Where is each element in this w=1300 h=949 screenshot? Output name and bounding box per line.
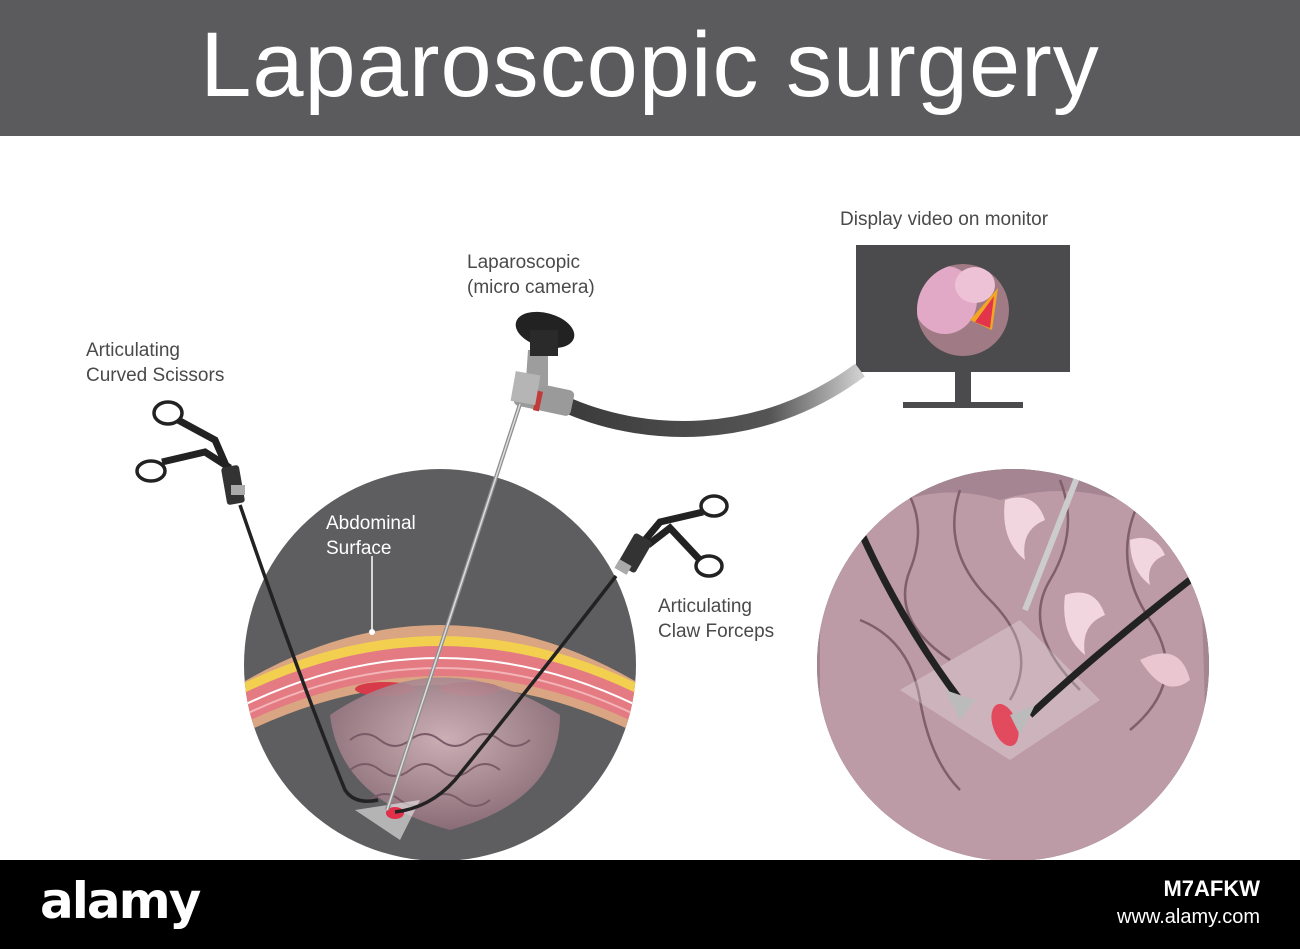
monitor-label: Display video on monitor	[840, 209, 1049, 230]
page-title: Laparoscopic surgery	[200, 14, 1100, 116]
camera-scope-icon	[385, 311, 865, 811]
watermark-bar: alamy M7AFKW www.alamy.com	[0, 860, 1300, 949]
watermark-image-id: M7AFKW	[1163, 876, 1260, 901]
scissors-label-line1: Articulating	[86, 340, 180, 361]
forceps-label-line2: Claw Forceps	[658, 621, 775, 642]
watermark-logo: alamy	[40, 872, 201, 930]
watermark-url: www.alamy.com	[1117, 906, 1260, 928]
scissors-label: Articulating Curved Scissors	[86, 338, 224, 388]
monitor-icon	[856, 245, 1070, 408]
abdomen-cross-section	[244, 469, 636, 861]
magnified-view	[817, 469, 1209, 861]
camera-label: Laparoscopic (micro camera)	[467, 250, 595, 300]
forceps-label-line1: Articulating	[658, 596, 752, 617]
forceps-label: Articulating Claw Forceps	[658, 594, 774, 644]
camera-label-line1: Laparoscopic	[467, 252, 581, 273]
abdominal-label-line1: Abdominal	[326, 513, 416, 534]
abdominal-label-line2: Surface	[326, 538, 392, 559]
scissors-label-line2: Curved Scissors	[86, 365, 225, 386]
abdominal-label: Abdominal Surface	[326, 511, 416, 561]
camera-label-line2: (micro camera)	[467, 277, 595, 298]
title-bar: Laparoscopic surgery	[0, 0, 1300, 136]
scissors-icon	[135, 400, 379, 803]
forceps-icon	[394, 494, 729, 814]
